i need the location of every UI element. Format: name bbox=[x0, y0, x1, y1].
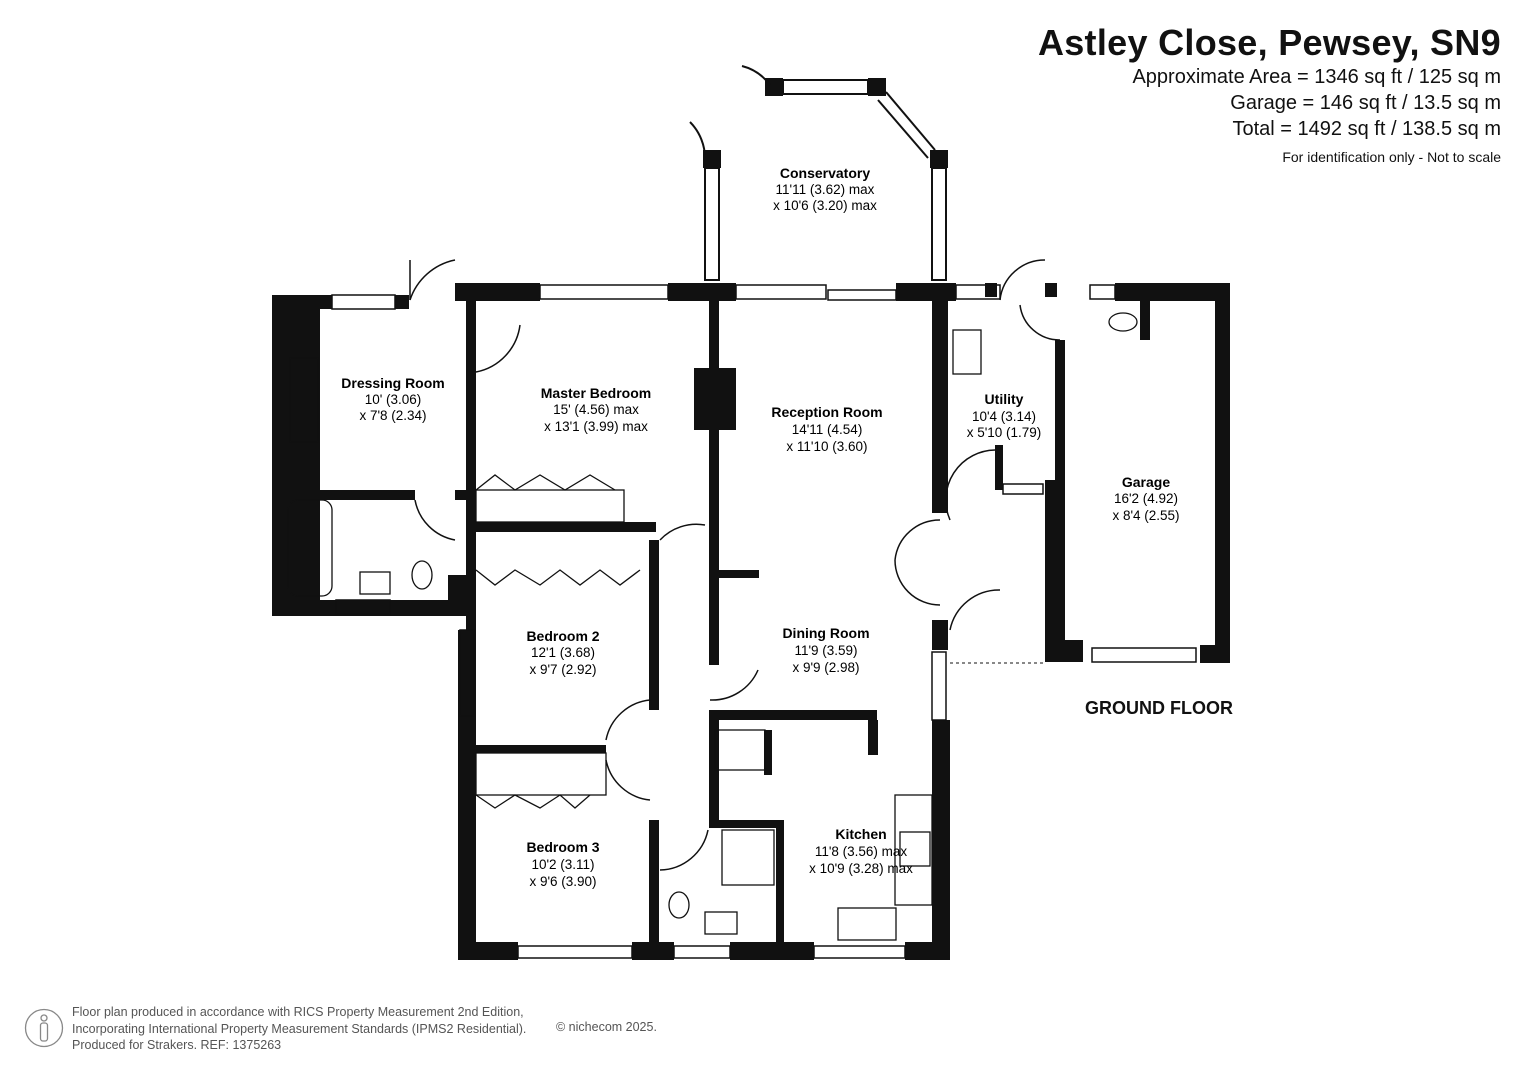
walls bbox=[272, 78, 1230, 960]
approximate-area: Approximate Area = 1346 sq ft / 125 sq m bbox=[1132, 66, 1501, 88]
room-name-utility: Utility bbox=[985, 391, 1024, 407]
room-name-master-bedroom: Master Bedroom bbox=[541, 385, 651, 401]
scale-note: For identification only - Not to scale bbox=[1282, 149, 1501, 165]
conservatory-frame bbox=[689, 65, 947, 281]
room-name-dressing-room: Dressing Room bbox=[341, 375, 444, 391]
room-name-conservatory: Conservatory bbox=[780, 165, 870, 181]
room-dim-garage-2: x 8'4 (2.55) bbox=[1112, 508, 1179, 523]
room-name-reception-room: Reception Room bbox=[771, 404, 882, 420]
room-name-kitchen: Kitchen bbox=[835, 826, 886, 842]
room-dim-reception-room-1: 14'11 (4.54) bbox=[792, 422, 863, 437]
room-dim-utility-1: 10'4 (3.14) bbox=[972, 409, 1036, 424]
room-dim-dining-room-1: 11'9 (3.59) bbox=[794, 643, 857, 658]
room-dim-bedroom-2-2: x 9'7 (2.92) bbox=[529, 662, 596, 677]
footer: Floor plan produced in accordance with R… bbox=[72, 1004, 526, 1054]
copyright: © nichecom 2025. bbox=[556, 1020, 657, 1034]
room-dim-dressing-room-1: 10' (3.06) bbox=[365, 392, 422, 407]
doors bbox=[409, 259, 1061, 871]
total-area: Total = 1492 sq ft / 138.5 sq m bbox=[1232, 118, 1502, 140]
room-dim-reception-room-2: x 11'10 (3.60) bbox=[786, 439, 867, 454]
room-dim-conservatory-2: x 10'6 (3.20) max bbox=[773, 198, 877, 213]
room-dim-kitchen-1: 11'8 (3.56) max bbox=[815, 844, 908, 859]
room-dim-bedroom-3-1: 10'2 (3.11) bbox=[531, 857, 594, 872]
footer-line-2: Incorporating International Property Mea… bbox=[72, 1021, 527, 1036]
room-dim-dining-room-2: x 9'9 (2.98) bbox=[792, 660, 859, 675]
footer-line-3: Produced for Strakers. REF: 1375263 bbox=[72, 1038, 282, 1052]
room-dim-utility-2: x 5'10 (1.79) bbox=[967, 425, 1042, 440]
room-dim-master-bedroom-2: x 13'1 (3.99) max bbox=[544, 419, 648, 434]
room-name-bedroom-3: Bedroom 3 bbox=[526, 839, 599, 855]
room-labels: Conservatory 11'11 (3.62) max x 10'6 (3.… bbox=[341, 165, 1179, 889]
room-dim-garage-1: 16'2 (4.92) bbox=[1114, 491, 1178, 506]
garage-area: Garage = 146 sq ft / 13.5 sq m bbox=[1230, 92, 1501, 114]
room-name-bedroom-2: Bedroom 2 bbox=[526, 628, 599, 644]
room-dim-bedroom-3-2: x 9'6 (3.90) bbox=[529, 874, 596, 889]
fixtures bbox=[287, 312, 1138, 941]
room-dim-conservatory-1: 11'11 (3.62) max bbox=[776, 182, 875, 197]
header: Astley Close, Pewsey, SN9 Approximate Ar… bbox=[1038, 22, 1501, 168]
windows bbox=[331, 284, 1197, 959]
room-name-garage: Garage bbox=[1122, 474, 1170, 490]
room-name-dining-room: Dining Room bbox=[782, 625, 869, 641]
person-scale-icon bbox=[24, 1008, 64, 1048]
footer-line-1: Floor plan produced in accordance with R… bbox=[72, 1005, 524, 1019]
room-dim-dressing-room-2: x 7'8 (2.34) bbox=[359, 408, 426, 423]
room-dim-kitchen-2: x 10'9 (3.28) max bbox=[809, 861, 913, 876]
property-title: Astley Close, Pewsey, SN9 bbox=[1037, 22, 1501, 63]
room-dim-bedroom-2-1: 12'1 (3.68) bbox=[531, 645, 595, 660]
room-dim-master-bedroom-1: 15' (4.56) max bbox=[553, 402, 639, 417]
floor-label: GROUND FLOOR bbox=[1085, 698, 1233, 718]
